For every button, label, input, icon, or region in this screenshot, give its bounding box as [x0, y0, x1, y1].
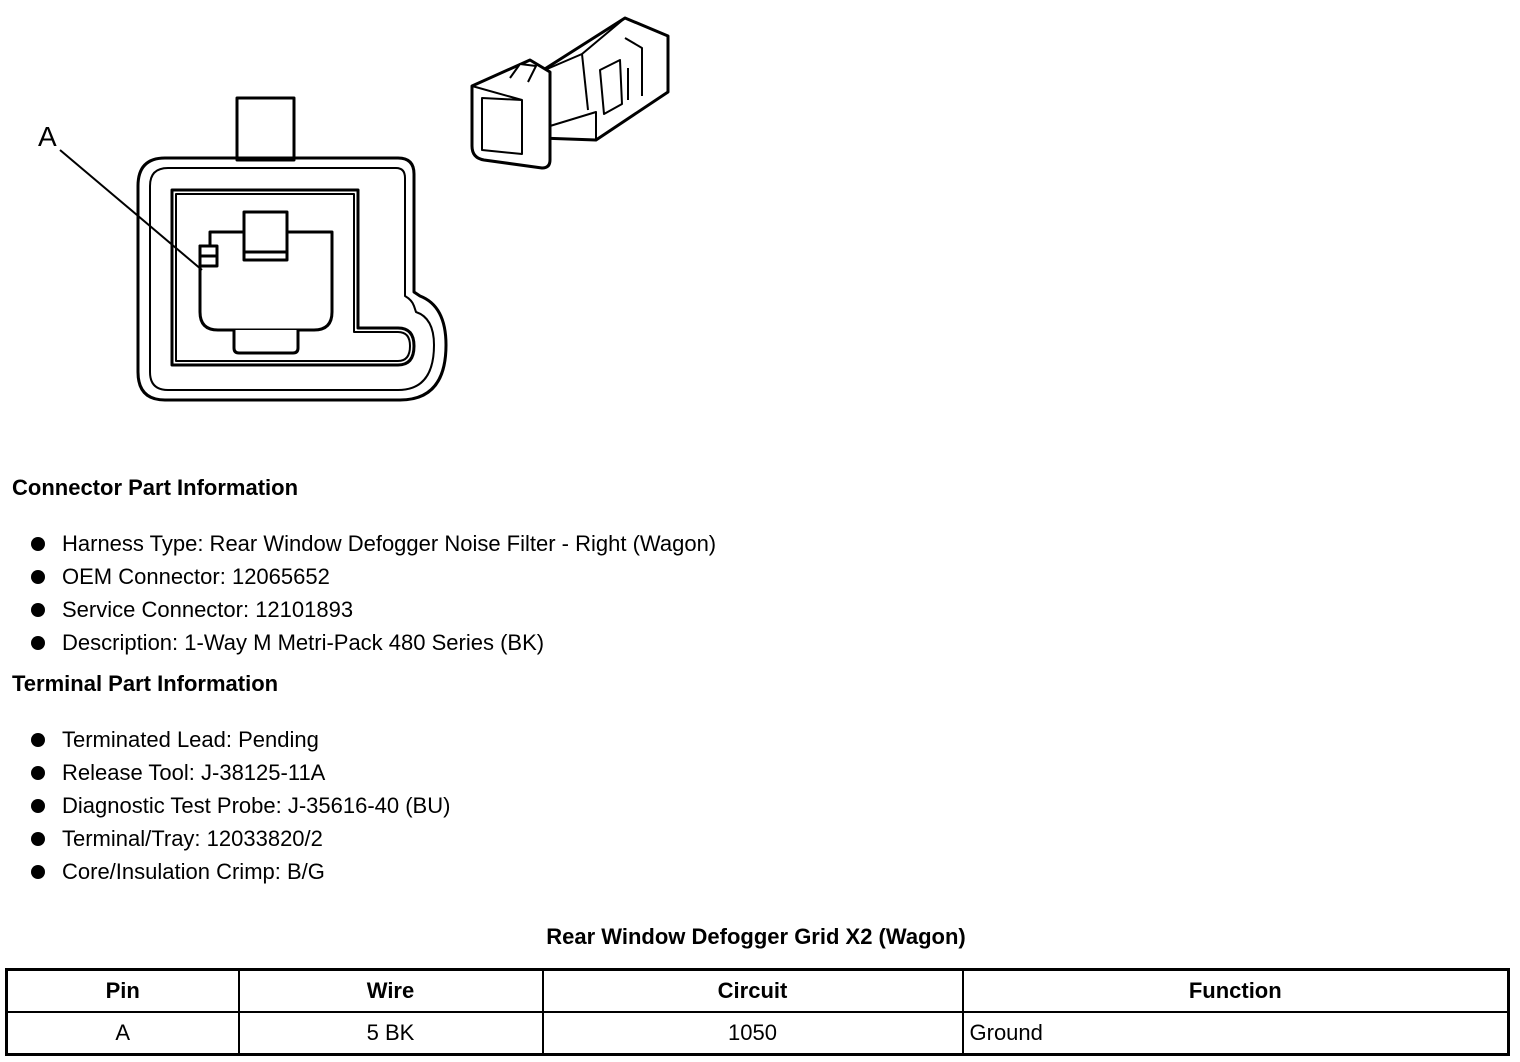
bullet-icon	[31, 865, 45, 879]
bullet-icon	[31, 570, 45, 584]
terminal-a	[198, 230, 334, 332]
cell-circuit: 1050	[541, 1011, 964, 1056]
bullet-icon	[31, 766, 45, 780]
pin-table: Pin Wire Circuit Function A 5 BK 1050 Gr…	[5, 968, 1510, 1056]
connector-top-tab	[235, 96, 296, 162]
list-item: Service Connector: 12101893	[30, 593, 716, 626]
table-header-row: Pin Wire Circuit Function	[5, 968, 1510, 1013]
terminal-info-list: Terminated Lead: Pending Release Tool: J…	[30, 723, 450, 888]
connector-info-heading: Connector Part Information	[12, 475, 299, 500]
bullet-icon	[31, 733, 45, 747]
callout-leader	[59, 149, 203, 271]
bullet-icon	[31, 799, 45, 813]
list-item: Core/Insulation Crimp: B/G	[30, 855, 450, 888]
list-item: Harness Type: Rear Window Defogger Noise…	[30, 527, 716, 560]
connector-3d-view	[470, 16, 670, 170]
connector-outer-housing	[136, 156, 448, 402]
list-item: Release Tool: J-38125-11A	[30, 756, 450, 789]
list-item: OEM Connector: 12065652	[30, 560, 716, 593]
bullet-icon	[31, 603, 45, 617]
list-item: Terminated Lead: Pending	[30, 723, 450, 756]
bullet-icon	[31, 537, 45, 551]
list-item: Diagnostic Test Probe: J-35616-40 (BU)	[30, 789, 450, 822]
header-circuit: Circuit	[541, 968, 964, 1013]
cell-wire: 5 BK	[237, 1011, 544, 1056]
terminal-info-heading: Terminal Part Information	[12, 671, 279, 696]
header-function: Function	[961, 968, 1510, 1013]
connector-cavity	[170, 188, 416, 367]
bullet-icon	[31, 832, 45, 846]
table-row: A 5 BK 1050 Ground	[5, 1011, 1510, 1056]
connector-info-list: Harness Type: Rear Window Defogger Noise…	[30, 527, 716, 659]
cell-function: Ground	[961, 1011, 1510, 1056]
connector-diagram: A	[38, 16, 670, 402]
bullet-icon	[31, 636, 45, 650]
connector-inner-housing	[149, 167, 435, 391]
table-caption: Rear Window Defogger Grid X2 (Wagon)	[546, 924, 966, 949]
cell-pin: A	[5, 1011, 240, 1056]
header-pin: Pin	[5, 968, 240, 1013]
list-item: Terminal/Tray: 12033820/2	[30, 822, 450, 855]
list-item: Description: 1-Way M Metri-Pack 480 Seri…	[30, 626, 716, 659]
header-wire: Wire	[237, 968, 544, 1013]
callout-label-a: A	[38, 121, 57, 152]
